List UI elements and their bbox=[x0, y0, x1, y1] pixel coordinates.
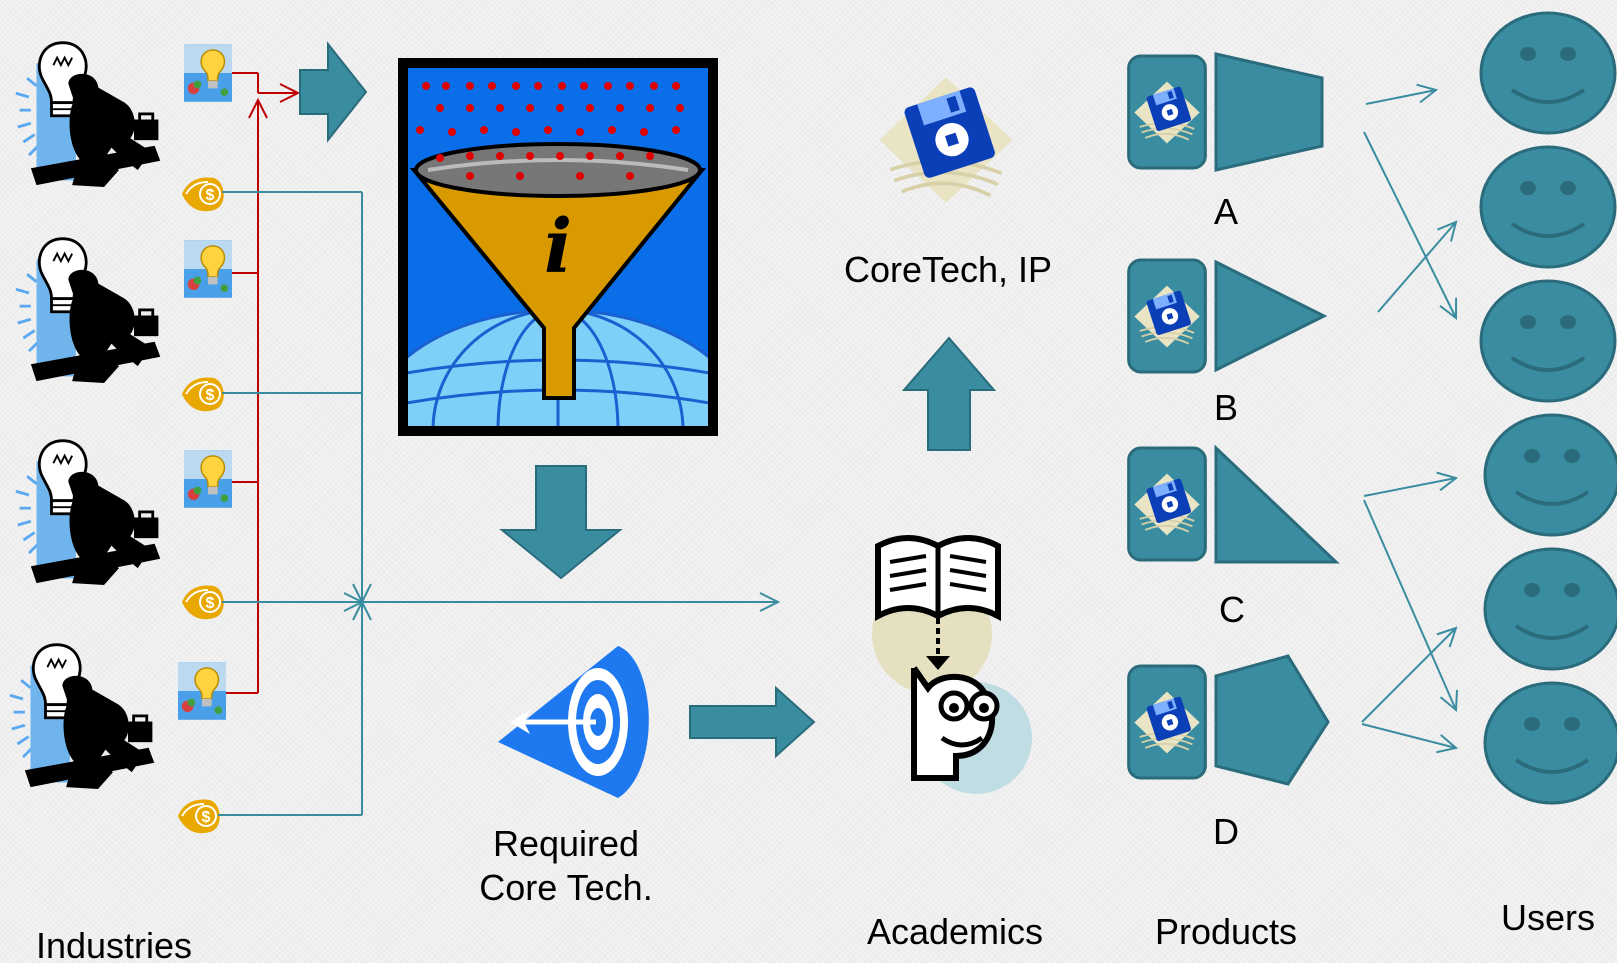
idea-flow-lines bbox=[226, 72, 298, 694]
industries-label: Industries bbox=[36, 925, 192, 963]
product-card-icon bbox=[1129, 448, 1206, 560]
businessman-bulb-icon bbox=[14, 41, 162, 189]
arrow-up-icon bbox=[901, 336, 997, 451]
product-label: D bbox=[1213, 811, 1239, 852]
product-d: D bbox=[1129, 654, 1330, 852]
information-funnel-icon: i bbox=[398, 58, 718, 436]
businessman-bulb-icon bbox=[14, 237, 162, 385]
product-c: C bbox=[1129, 444, 1340, 630]
product-user-arrows bbox=[1361, 90, 1456, 748]
product-card-icon bbox=[1129, 260, 1206, 372]
industry-group bbox=[8, 41, 232, 835]
arrow-right-icon bbox=[299, 41, 368, 143]
right-triangle-shape bbox=[1214, 444, 1340, 564]
required-core-tech-label: Required bbox=[493, 823, 639, 864]
money-coin-icon bbox=[177, 798, 221, 835]
users-group bbox=[1479, 11, 1617, 805]
businessman-bulb-icon bbox=[14, 439, 162, 587]
svg-text:i: i bbox=[544, 204, 572, 290]
products-label: Products bbox=[1155, 911, 1297, 952]
businessman-bulb-icon bbox=[8, 643, 156, 791]
book-scholar-icon bbox=[872, 535, 1032, 794]
idea-bulb-icon bbox=[184, 44, 232, 102]
trapezoid-shape bbox=[1214, 52, 1324, 172]
floppy-disk-icon bbox=[877, 75, 1015, 205]
users-label: Users bbox=[1501, 897, 1595, 938]
product-label: C bbox=[1219, 589, 1245, 630]
product-label: B bbox=[1214, 387, 1238, 428]
idea-bulb-icon bbox=[184, 450, 232, 508]
product-card-icon bbox=[1129, 666, 1206, 778]
triangle-shape bbox=[1214, 259, 1328, 373]
smiley-face-icon bbox=[1483, 547, 1617, 671]
product-label: A bbox=[1214, 191, 1238, 232]
idea-bulb-icon bbox=[184, 240, 232, 298]
target-icon bbox=[498, 646, 649, 798]
smiley-face-icon bbox=[1479, 11, 1617, 135]
pentagon-shape bbox=[1214, 654, 1330, 786]
required-core-tech-label: Core Tech. bbox=[479, 867, 652, 908]
money-coin-icon bbox=[181, 176, 225, 213]
idea-bulb-icon bbox=[178, 662, 226, 720]
coretech-ip-label: CoreTech, IP bbox=[844, 249, 1052, 290]
product-card-icon bbox=[1129, 56, 1206, 168]
smiley-face-icon bbox=[1479, 279, 1617, 403]
product-b: B bbox=[1129, 259, 1328, 428]
smiley-face-icon bbox=[1483, 681, 1617, 805]
smiley-face-icon bbox=[1479, 145, 1617, 269]
money-coin-icon bbox=[181, 376, 225, 413]
money-coin-icon bbox=[181, 584, 225, 621]
product-a: A bbox=[1129, 52, 1324, 232]
academics-label: Academics bbox=[867, 911, 1043, 952]
money-flow-lines bbox=[218, 191, 778, 816]
arrow-down-icon bbox=[499, 465, 623, 580]
smiley-face-icon bbox=[1483, 413, 1617, 537]
arrow-right-icon bbox=[689, 685, 816, 759]
